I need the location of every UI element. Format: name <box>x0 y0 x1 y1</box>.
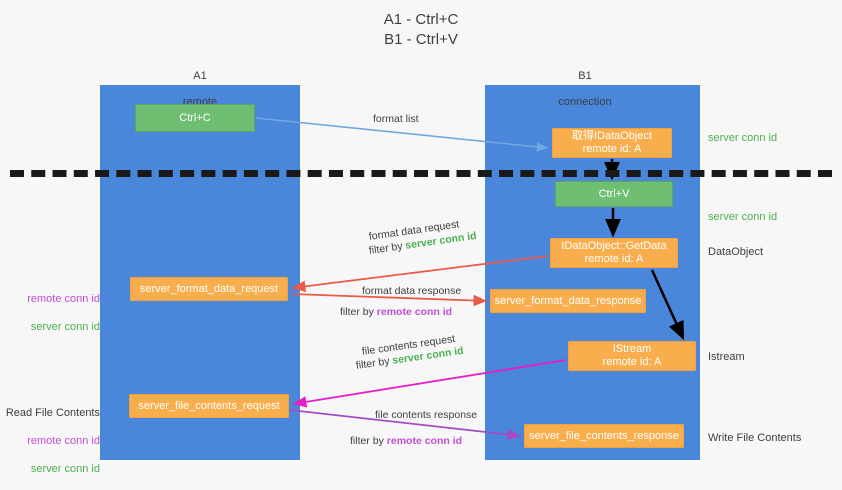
column-header-a1-name: A1 <box>193 70 207 82</box>
box-server-file-contents-response[interactable]: server_file_contents_response <box>524 424 684 448</box>
column-header-b1: B1 connection <box>485 57 685 122</box>
box-idataobject-getdata[interactable]: IDataObject::GetData remote id: A <box>550 238 678 268</box>
annotation-filter-prefix: filter by <box>368 239 407 257</box>
column-header-b1-sub: connection <box>558 96 612 108</box>
label-read-file-contents-group: Read File Contents remote conn id server… <box>2 392 100 490</box>
box-idataobject-getdata-label: IDataObject::GetData <box>561 240 667 252</box>
label-server-conn-id-second: server conn id <box>708 211 778 223</box>
label-server-conn-id-top: server conn id <box>708 132 778 144</box>
column-header-b1-name: B1 <box>578 70 592 82</box>
box-server-file-contents-response-label: server_file_contents_response <box>529 429 679 442</box>
annotation-format-data-response-filter: filter by remote conn id <box>340 305 452 319</box>
box-server-format-data-request[interactable]: server_format_data_request <box>130 277 288 301</box>
dashed-divider <box>10 170 832 177</box>
annotation-format-data-response: format data response <box>362 285 462 297</box>
annotation-filter-value-remote-conn-id: remote conn id <box>376 306 453 318</box>
annotation-filter-prefix-2: filter by <box>340 306 377 318</box>
box-server-format-data-request-label: server_format_data_request <box>139 282 279 295</box>
annotation-filter-value-remote-conn-id-2: remote conn id <box>386 435 463 447</box>
label-remote-conn-id-bottom: remote conn id <box>27 435 100 447</box>
box-idataobject[interactable]: 取得IDataObject remote id: A <box>552 128 672 158</box>
box-ctrl-c[interactable]: Ctrl+C <box>135 104 255 132</box>
box-istream-label: IStream <box>612 343 652 355</box>
label-istream: Istream <box>708 351 745 363</box>
box-ctrl-v-label: Ctrl+V <box>598 187 630 200</box>
box-server-format-data-response-label: server_format_data_response <box>494 294 642 307</box>
label-server-conn-id-left-top: server conn id <box>30 321 100 333</box>
box-ctrl-v[interactable]: Ctrl+V <box>555 181 673 207</box>
box-ctrl-c-label: Ctrl+C <box>179 111 211 124</box>
annotation-file-contents-response-filter: filter by remote conn id <box>350 434 462 448</box>
label-left-conn-ids-top: remote conn id server conn id <box>8 278 100 348</box>
label-remote-conn-id-top: remote conn id <box>27 293 100 305</box>
label-server-conn-id-left-bottom: server conn id <box>30 463 100 475</box>
box-server-format-data-response[interactable]: server_format_data_response <box>490 289 646 313</box>
box-idataobject-sublabel: remote id: A <box>582 143 642 155</box>
label-write-file-contents: Write File Contents <box>708 432 802 444</box>
box-istream-sublabel: remote id: A <box>602 356 662 368</box>
box-server-file-contents-request-label: server_file_contents_request <box>138 399 280 412</box>
box-server-file-contents-request[interactable]: server_file_contents_request <box>129 394 289 418</box>
box-idataobject-getdata-sublabel: remote id: A <box>584 253 644 265</box>
diagram-title: A1 - Ctrl+C B1 - Ctrl+V <box>383 11 459 48</box>
annotation-file-contents-response: file contents response <box>375 409 478 421</box>
label-read-file-contents: Read File Contents <box>5 407 100 419</box>
box-idataobject-label: 取得IDataObject <box>571 130 653 142</box>
label-dataobject: DataObject <box>708 246 764 258</box>
annotation-filter-prefix-4: filter by <box>350 435 387 447</box>
annotation-format-list: format list <box>373 113 419 125</box>
box-istream[interactable]: IStream remote id: A <box>568 341 696 371</box>
annotation-filter-prefix-3: filter by <box>355 354 394 372</box>
